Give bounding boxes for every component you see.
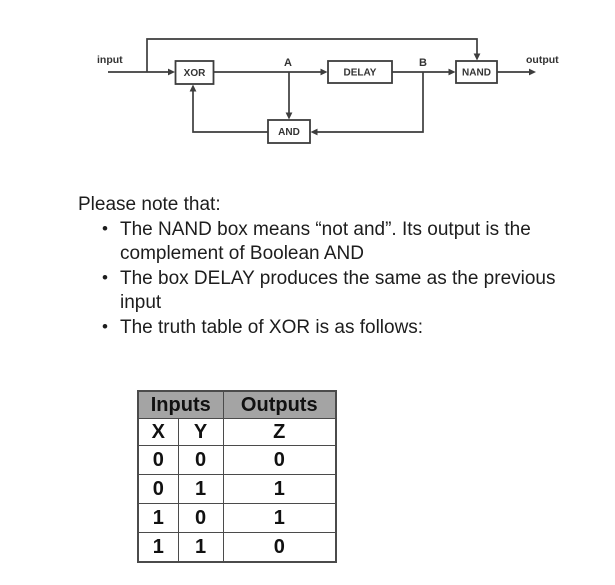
wire-and-to-xor bbox=[192, 91, 268, 133]
table-cell: 1 bbox=[177, 532, 224, 563]
table-cell: 0 bbox=[137, 474, 179, 504]
wire-feedforward-top bbox=[146, 38, 478, 72]
table-row: 0 0 0 bbox=[137, 445, 337, 475]
arrowhead-output-icon bbox=[529, 68, 536, 76]
table-cell: 1 bbox=[177, 474, 224, 504]
input-label: input bbox=[97, 54, 123, 66]
table-subheader-z: Z bbox=[222, 418, 337, 446]
table-header-row: Inputs Outputs bbox=[137, 390, 337, 419]
table-cell: 0 bbox=[222, 445, 337, 475]
table-cell: 1 bbox=[137, 503, 179, 533]
bullet-icon: • bbox=[102, 267, 108, 287]
arrowhead-into-and-right-icon bbox=[310, 128, 318, 136]
and-label: AND bbox=[278, 127, 300, 138]
nand-label: NAND bbox=[462, 68, 491, 79]
bullet-nand-line2: complement of Boolean AND bbox=[120, 243, 364, 264]
table-row: 1 0 1 bbox=[137, 503, 337, 533]
bullet-delay-line2: input bbox=[120, 292, 162, 313]
xor-label: XOR bbox=[184, 68, 206, 79]
arrowhead-into-nand-icon bbox=[448, 68, 456, 76]
bullet-icon: • bbox=[102, 218, 108, 238]
and-box bbox=[267, 119, 311, 144]
bullet-truth-table-line1: The truth table of XOR is as follows: bbox=[120, 316, 424, 338]
table-row: 1 1 0 bbox=[137, 532, 337, 563]
table-cell: 0 bbox=[177, 445, 224, 475]
table-header-outputs: Outputs bbox=[222, 390, 337, 419]
table-subheader-x: X bbox=[137, 418, 179, 446]
nand-box bbox=[455, 60, 498, 84]
table-cell: 0 bbox=[222, 532, 337, 563]
xor-box bbox=[174, 60, 215, 85]
table-header-inputs: Inputs bbox=[137, 390, 224, 419]
arrowhead-into-nand-top-icon bbox=[473, 53, 481, 61]
arrowhead-into-xor-icon bbox=[168, 68, 175, 76]
table-cell: 0 bbox=[177, 503, 224, 533]
point-b-label: B bbox=[419, 57, 427, 69]
notes-intro: Please note that: bbox=[78, 194, 221, 215]
arrowhead-into-and-top-icon bbox=[285, 112, 293, 120]
arrowhead-into-xor-bottom-icon bbox=[189, 84, 197, 92]
bullet-delay-line1: The box DELAY produces the same as the p… bbox=[120, 267, 556, 289]
table-subheader-row: X Y Z bbox=[137, 418, 337, 446]
delay-label: DELAY bbox=[344, 68, 377, 79]
circuit-diagram: XOR DELAY NAND AND input output A B bbox=[97, 38, 559, 144]
bullet-icon: • bbox=[102, 316, 108, 336]
table-cell: 1 bbox=[222, 503, 337, 533]
output-label: output bbox=[526, 54, 559, 66]
table-row: 0 1 1 bbox=[137, 474, 337, 504]
arrowhead-into-delay-icon bbox=[320, 68, 328, 76]
bullet-truth-table: • The truth table of XOR is as follows: bbox=[78, 316, 598, 341]
table-cell: 1 bbox=[137, 532, 179, 563]
bullet-delay: • The box DELAY produces the same as the… bbox=[78, 267, 598, 316]
bullet-nand-line1: The NAND box means “not and”. Its output… bbox=[120, 218, 531, 240]
table-subheader-y: Y bbox=[177, 418, 224, 446]
delay-box bbox=[327, 60, 393, 84]
wire-b-to-and bbox=[317, 72, 424, 133]
table-cell: 1 bbox=[222, 474, 337, 504]
notes-block: Please note that: • The NAND box means “… bbox=[78, 193, 598, 340]
bullet-nand: • The NAND box means “not and”. Its outp… bbox=[78, 218, 598, 267]
xor-truth-table: Inputs Outputs X Y Z 0 0 0 0 1 1 1 0 1 bbox=[137, 390, 337, 563]
point-a-label: A bbox=[284, 57, 292, 69]
table-cell: 0 bbox=[137, 445, 179, 475]
